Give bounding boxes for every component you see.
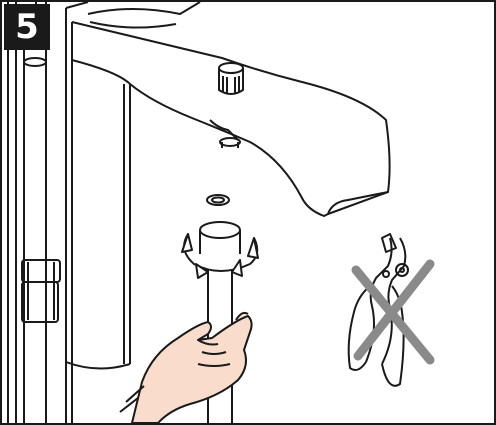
pliers-prohibited-icon	[349, 234, 430, 386]
washer-icon	[207, 195, 229, 205]
hand-shower-icon	[8, 2, 60, 423]
step-number-badge: 5	[4, 4, 50, 50]
